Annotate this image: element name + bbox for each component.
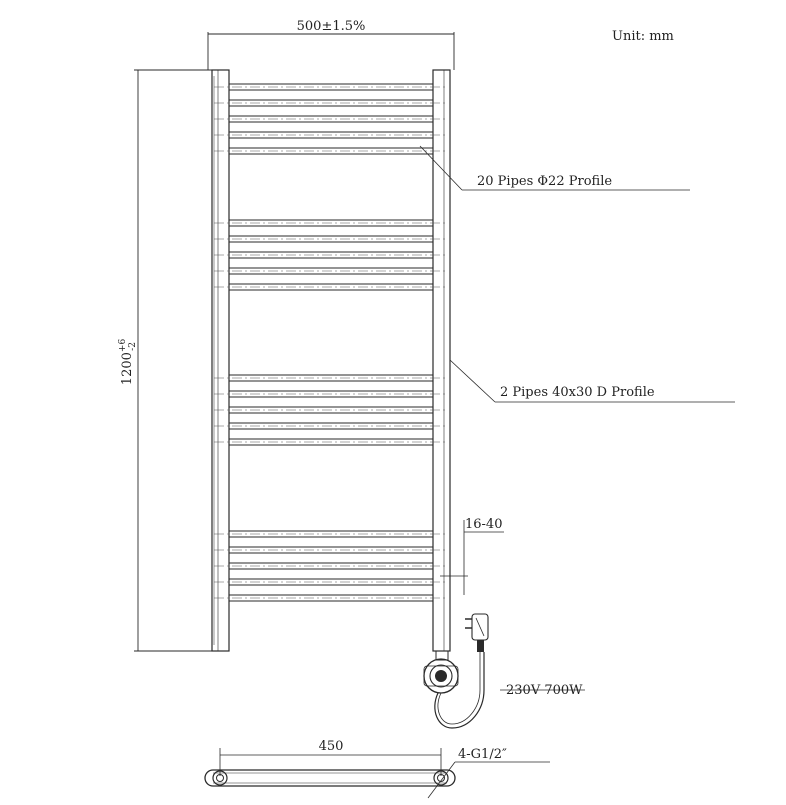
horizontal-rails (214, 83, 448, 602)
heater-element: 230V 700W (423, 650, 585, 729)
offset-dimension: 16-40 (440, 517, 504, 595)
left-column (211, 69, 230, 652)
callout-d-pipes-label: 2 Pipes 40x30 D Profile (500, 385, 655, 400)
callout-round-pipes-label: 20 Pipes Φ22 Profile (477, 174, 612, 189)
heater-label: 230V 700W (506, 683, 583, 698)
width-dimension-label: 500±1.5% (297, 19, 366, 34)
callout-round-pipes: 20 Pipes Φ22 Profile (419, 145, 690, 191)
plug-icon (465, 613, 489, 652)
height-dimension: 1200+6-2 (118, 69, 212, 652)
offset-dimension-label: 16-40 (465, 517, 502, 532)
bottom-width-label: 450 (319, 739, 344, 754)
height-dimension-label: 1200+6-2 (118, 339, 138, 386)
connection-label: 4-G1/2″ (458, 747, 507, 762)
unit-label: Unit: mm (612, 29, 674, 44)
right-column (432, 69, 451, 652)
callout-d-pipes: 2 Pipes 40x30 D Profile (449, 359, 735, 403)
width-dimension: 500±1.5% (207, 19, 455, 70)
bottom-view: 450 4-G1/2″ (204, 739, 550, 799)
